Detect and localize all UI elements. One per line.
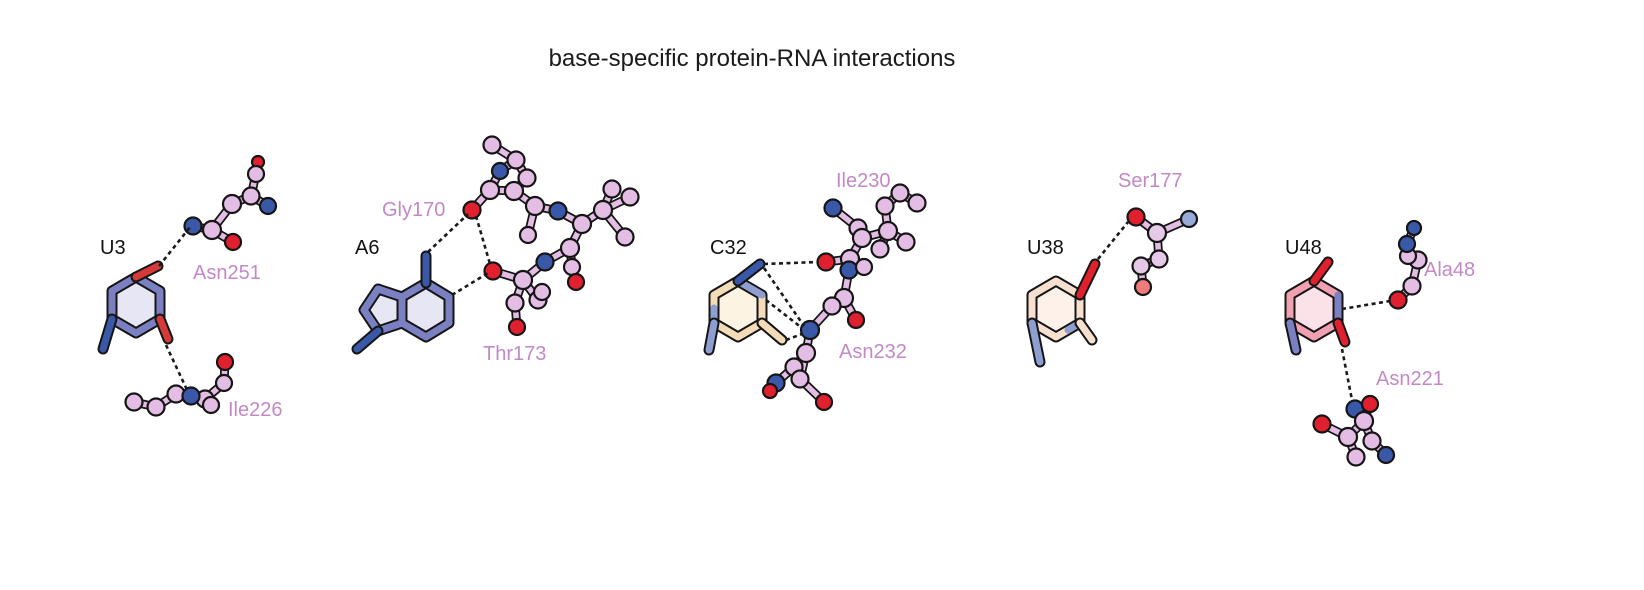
panel-u38: U38 Ser177 — [1026, 170, 1199, 368]
residue-ser177 — [1126, 207, 1199, 297]
base-ring-u48 — [1284, 256, 1351, 356]
residue-asn221 — [1312, 394, 1396, 467]
residue-label-gly170: Gly170 — [382, 199, 445, 221]
base-label-a6: A6 — [355, 237, 379, 259]
hbond — [157, 225, 193, 267]
panel-u48: U48 Ala48 Asn221 — [1284, 219, 1475, 467]
hbond — [1096, 221, 1130, 260]
residue-label-ile230: Ile230 — [836, 170, 891, 192]
base-label-u38: U38 — [1027, 237, 1064, 259]
hbond — [763, 260, 819, 266]
figure-title: base-specific protein-RNA interactions — [549, 45, 956, 72]
panel-a6: A6 Gly170 Thr173 — [351, 135, 640, 365]
base-ring-u3 — [97, 260, 174, 355]
hbond — [164, 344, 190, 393]
hbond — [765, 298, 803, 330]
residue-ile226 — [124, 352, 235, 417]
residue-asn251 — [183, 154, 278, 252]
residue-label-ser177: Ser177 — [1118, 170, 1183, 192]
residue-gly170-thr173 — [462, 135, 640, 337]
hbond — [451, 271, 489, 297]
residue-label-asn251: Asn251 — [193, 262, 261, 284]
hbond — [762, 267, 806, 327]
residue-label-asn232: Asn232 — [839, 341, 907, 363]
base-ring-a6 — [351, 250, 455, 355]
hbond — [1341, 299, 1391, 311]
base-ring-u38 — [1026, 258, 1101, 368]
panel-c32: C32 Ile230 Asn232 — [703, 170, 927, 412]
hbond — [785, 332, 803, 342]
base-label-c32: C32 — [710, 237, 747, 259]
residue-label-ala48: Ala48 — [1424, 259, 1475, 281]
residue-label-thr173: Thr173 — [483, 343, 546, 365]
hbond — [427, 213, 469, 253]
base-label-u3: U3 — [100, 237, 126, 259]
base-ring-c32 — [703, 258, 788, 356]
base-label-u48: U48 — [1285, 237, 1322, 259]
residue-label-asn221: Asn221 — [1376, 368, 1444, 390]
residue-ile230-asn232 — [761, 183, 927, 412]
residue-ala48 — [1388, 219, 1428, 310]
hbond — [1340, 348, 1354, 401]
residue-label-ile226: Ile226 — [228, 399, 283, 421]
panel-u3: U3 Asn251 Ile226 — [97, 154, 283, 421]
hbond — [474, 215, 492, 265]
